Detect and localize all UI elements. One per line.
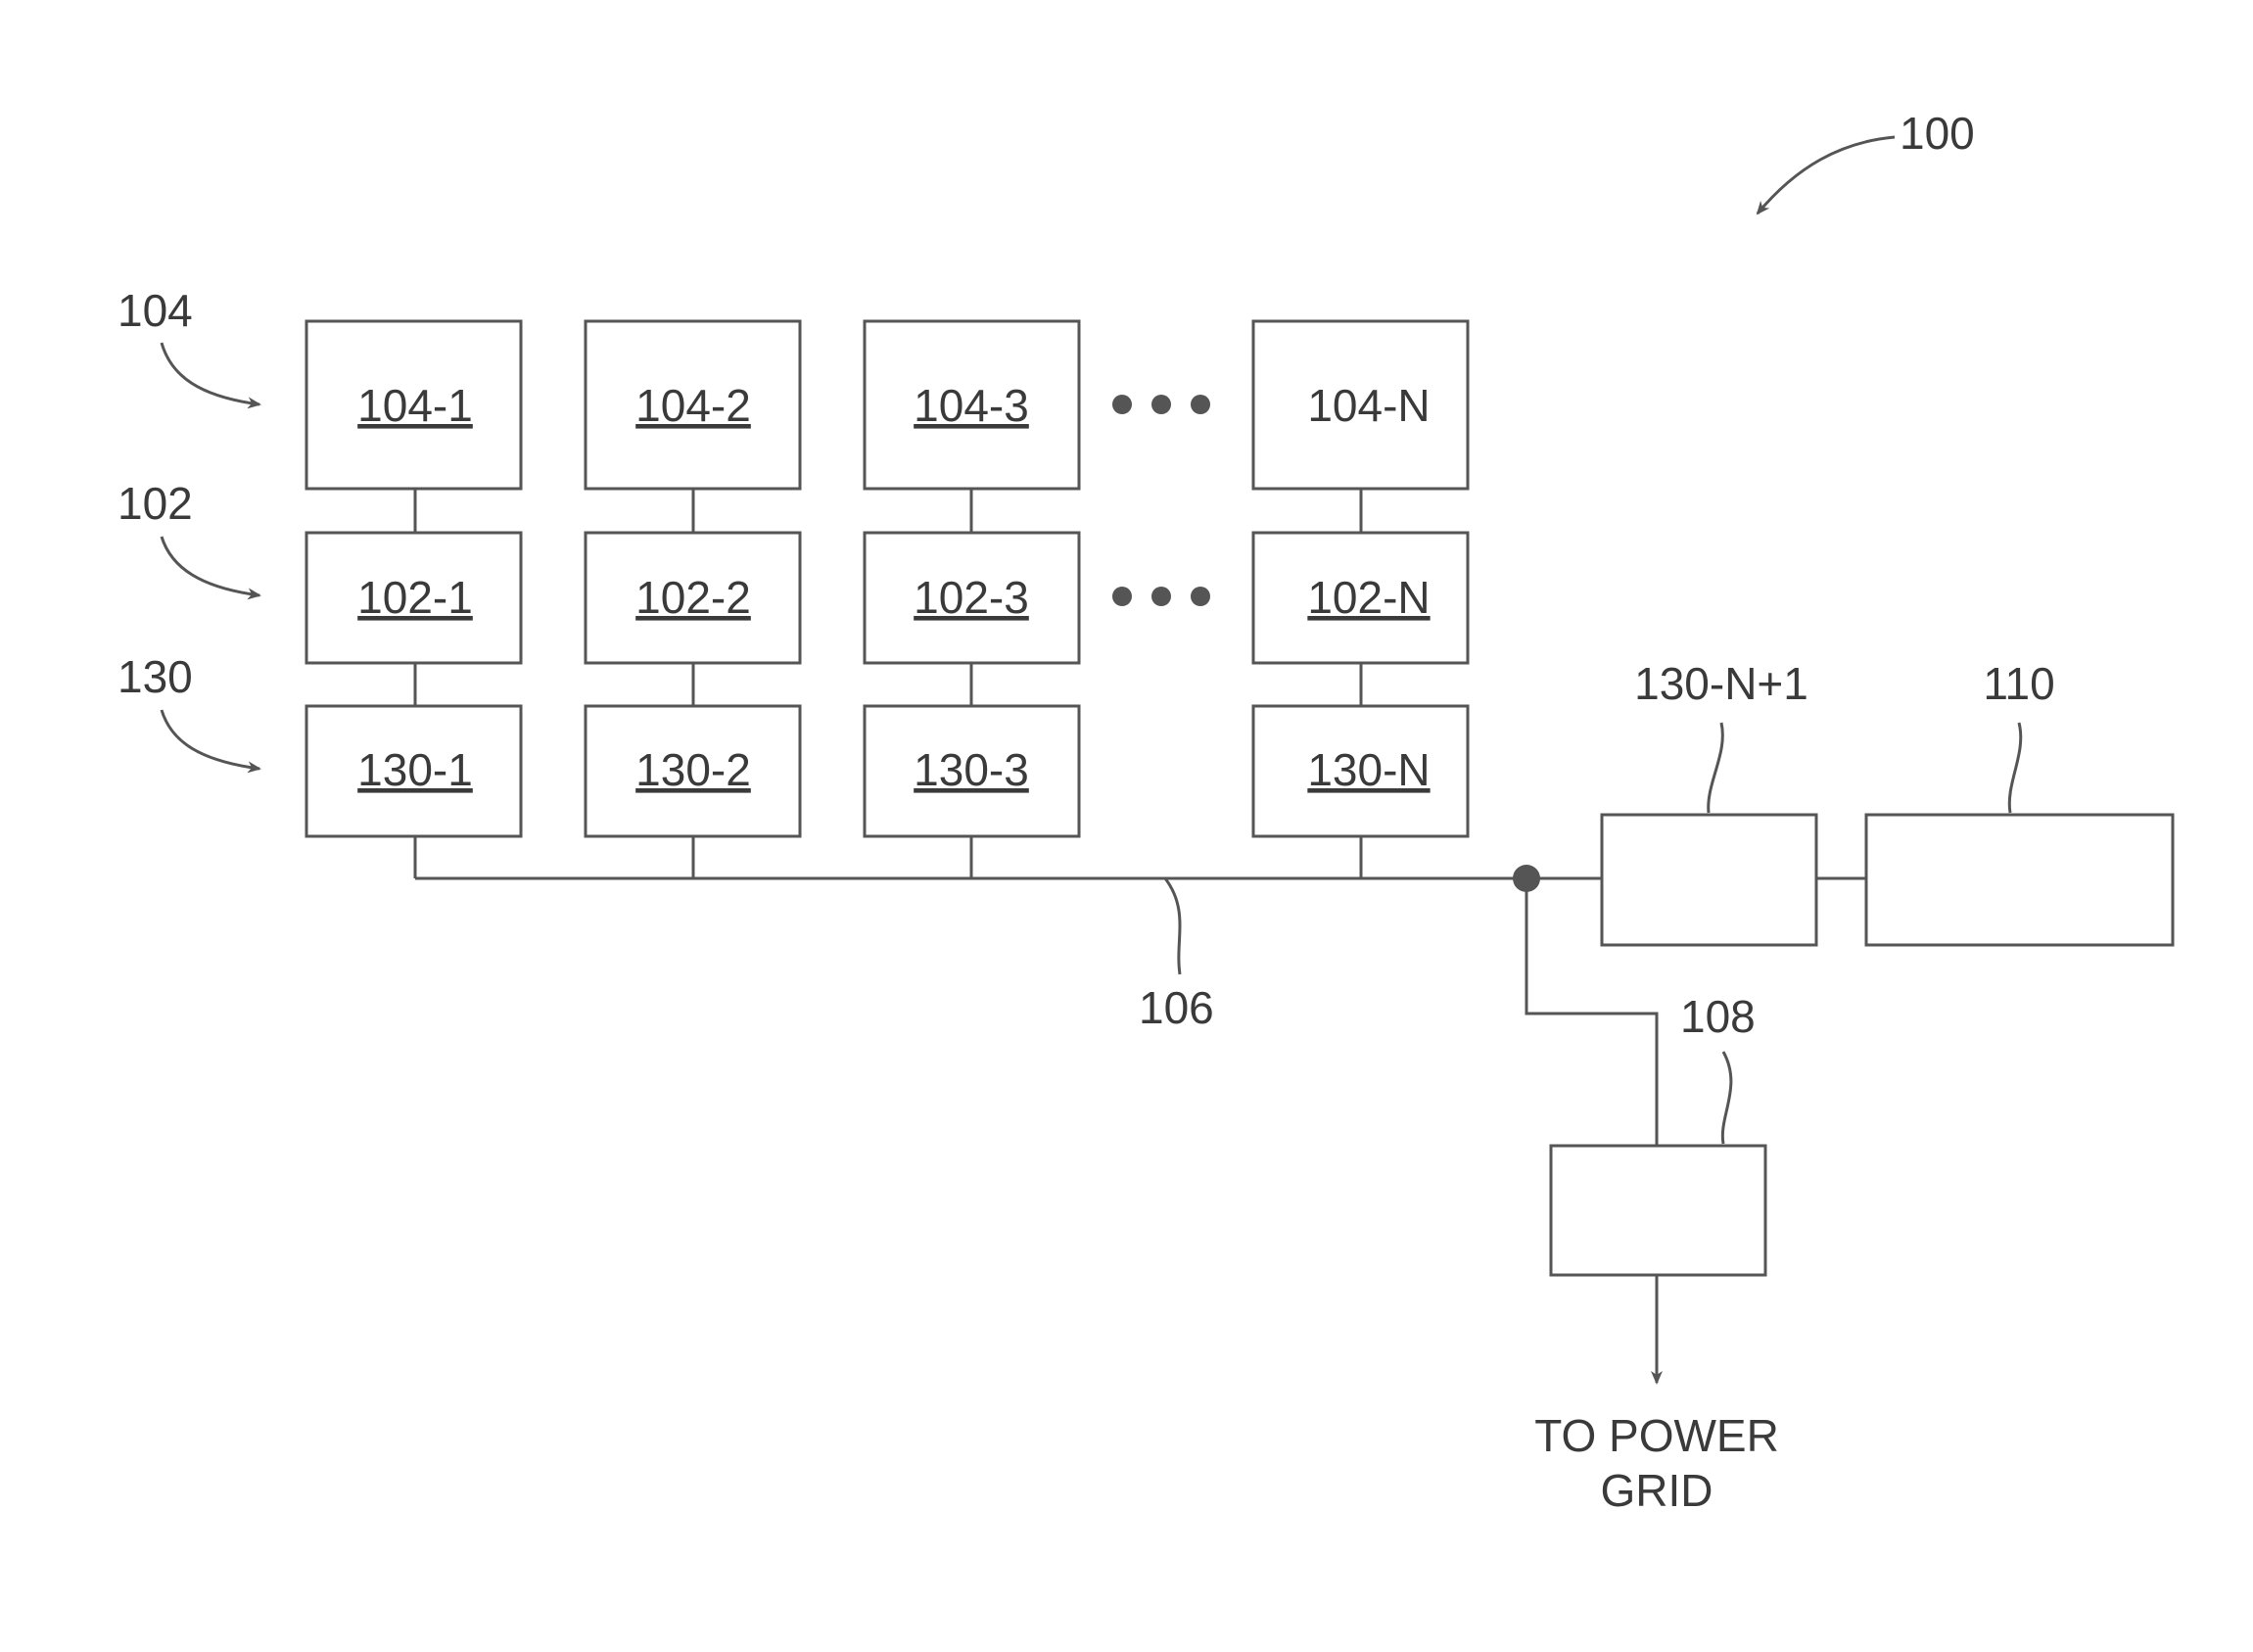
box-108 [1551,1146,1765,1275]
grid-label-line1: TO POWER [1534,1410,1779,1461]
ref-102-label: 102 [117,478,193,529]
grid-label-line2: GRID [1601,1465,1713,1516]
ref-104-arrow [162,343,259,404]
ellipsis-dot-104b [1151,395,1171,414]
box-104-2-label: 104-2 [635,380,751,431]
ref-110-leader [2009,723,2021,813]
ref-130-n-plus-1-label: 130-N+1 [1634,658,1808,709]
ref-130-label: 130 [117,651,193,702]
box-130-3-label: 130-3 [914,744,1029,795]
box-104-n-label: 104-N [1307,380,1430,431]
ref-106-leader [1165,878,1180,974]
box-104-3-label: 104-3 [914,380,1029,431]
box-104-1-label: 104-1 [357,380,473,431]
ref-110-label: 110 [1983,658,2054,709]
box-102-n-label: 102-N [1307,572,1430,623]
ref-130-n-plus-1-leader [1709,723,1723,813]
ref-100-leader-arrow [1758,137,1895,213]
ref-108-label: 108 [1680,991,1756,1042]
ellipsis-dot-104a [1112,395,1132,414]
ref-100-label: 100 [1900,108,1975,159]
box-110 [1866,815,2173,945]
ellipsis-dot-102a [1112,587,1132,606]
ellipsis-dot-104c [1191,395,1210,414]
row-104: 104-1 104-2 104-3 104-N [306,321,1468,489]
box-130-n-plus-1 [1602,815,1816,945]
row-130: 130-1 130-2 130-3 130-N [306,706,1468,836]
ref-106-label: 106 [1139,982,1214,1033]
ref-130-arrow [162,710,259,769]
box-130-2-label: 130-2 [635,744,751,795]
ellipsis-dot-102b [1151,587,1171,606]
box-130-n-label: 130-N [1307,744,1430,795]
box-102-1-label: 102-1 [357,572,473,623]
ref-108-leader [1722,1052,1731,1144]
box-102-3-label: 102-3 [914,572,1029,623]
ref-104-label: 104 [117,285,193,336]
box-130-1-label: 130-1 [357,744,473,795]
row-102: 102-1 102-2 102-3 102-N [306,533,1468,663]
box-102-2-label: 102-2 [635,572,751,623]
ref-102-arrow [162,537,259,595]
ellipsis-dot-102c [1191,587,1210,606]
